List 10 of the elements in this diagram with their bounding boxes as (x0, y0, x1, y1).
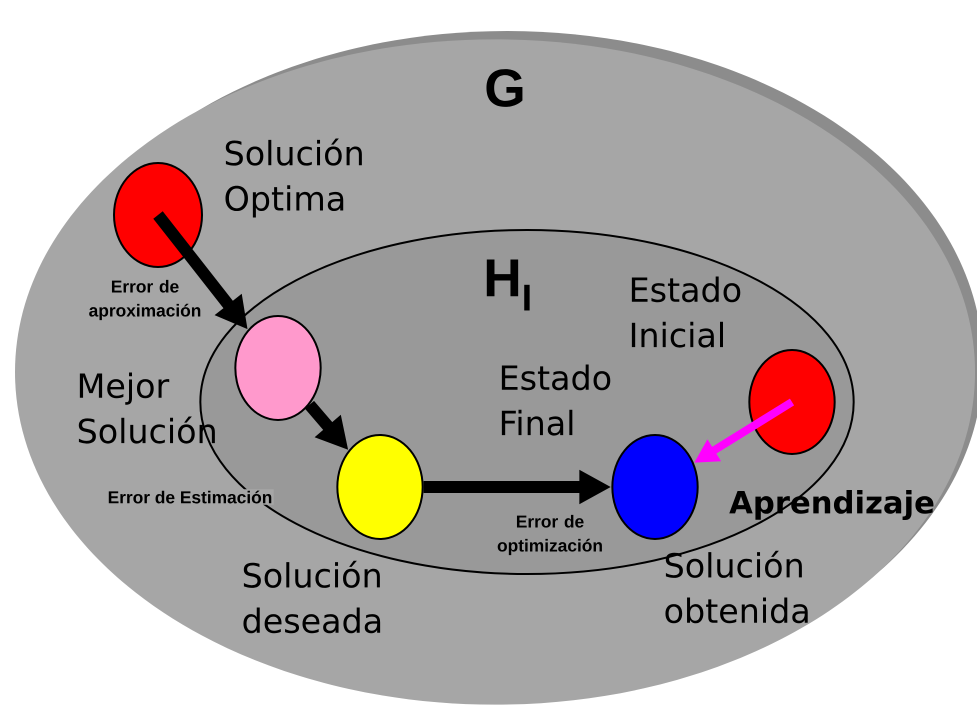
set-label: H$_{I}$ (486, 260, 530, 310)
node-label: Solución Optima (226, 138, 362, 218)
edge-label: Error de optimización (498, 514, 602, 556)
node-label: Solución deseada (243, 560, 380, 634)
edge-label: Error de Estimación (106, 489, 274, 505)
set-label: G (486, 69, 522, 107)
node-label: Solución obtenida (665, 550, 808, 624)
edge-label: Error de aproximación (89, 280, 200, 320)
node-label: Estado Inicial (632, 276, 740, 348)
node-label: Estado Final (502, 364, 610, 436)
